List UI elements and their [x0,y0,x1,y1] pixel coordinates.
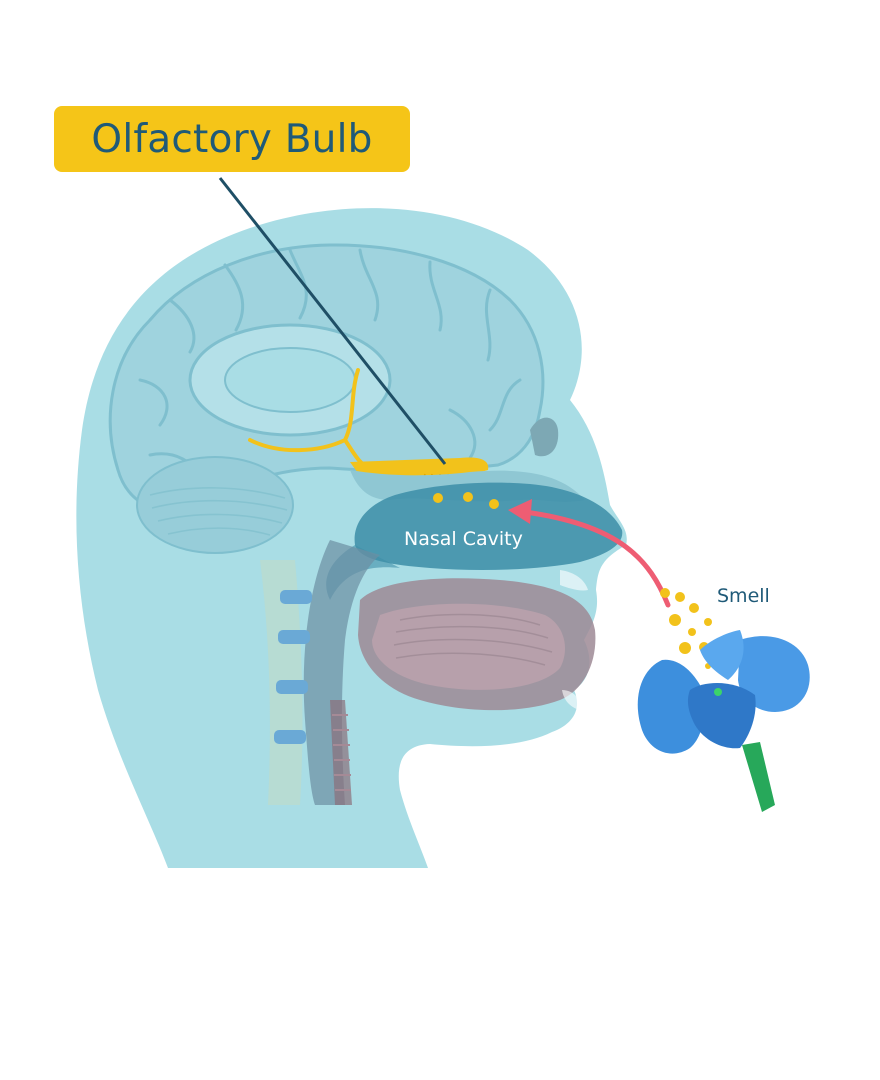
olfactory-bulb-callout: Olfactory Bulb [54,106,410,172]
smell-label: Smell [717,585,770,607]
arrow-icon [522,509,671,608]
trachea [330,700,352,805]
flower-petal-right [738,636,810,712]
callout-leader-line [218,177,447,465]
flower-center [687,683,756,749]
odor-particles-nasal [433,492,499,509]
flower-petal-top [700,630,744,680]
olfactory-bulb-label: Olfactory Bulb [91,116,373,162]
nasal-cavity [354,482,623,570]
spine [260,560,312,805]
nasal-cavity-label: Nasal Cavity [404,528,523,550]
flower-stem [742,742,775,812]
tongue [372,603,565,690]
olfactory-bulb [350,457,489,476]
flower-icon [637,630,810,812]
pharynx [303,540,380,805]
brain-folds [138,248,522,482]
cerebellum [136,456,294,554]
flower-petal-left [637,659,705,754]
